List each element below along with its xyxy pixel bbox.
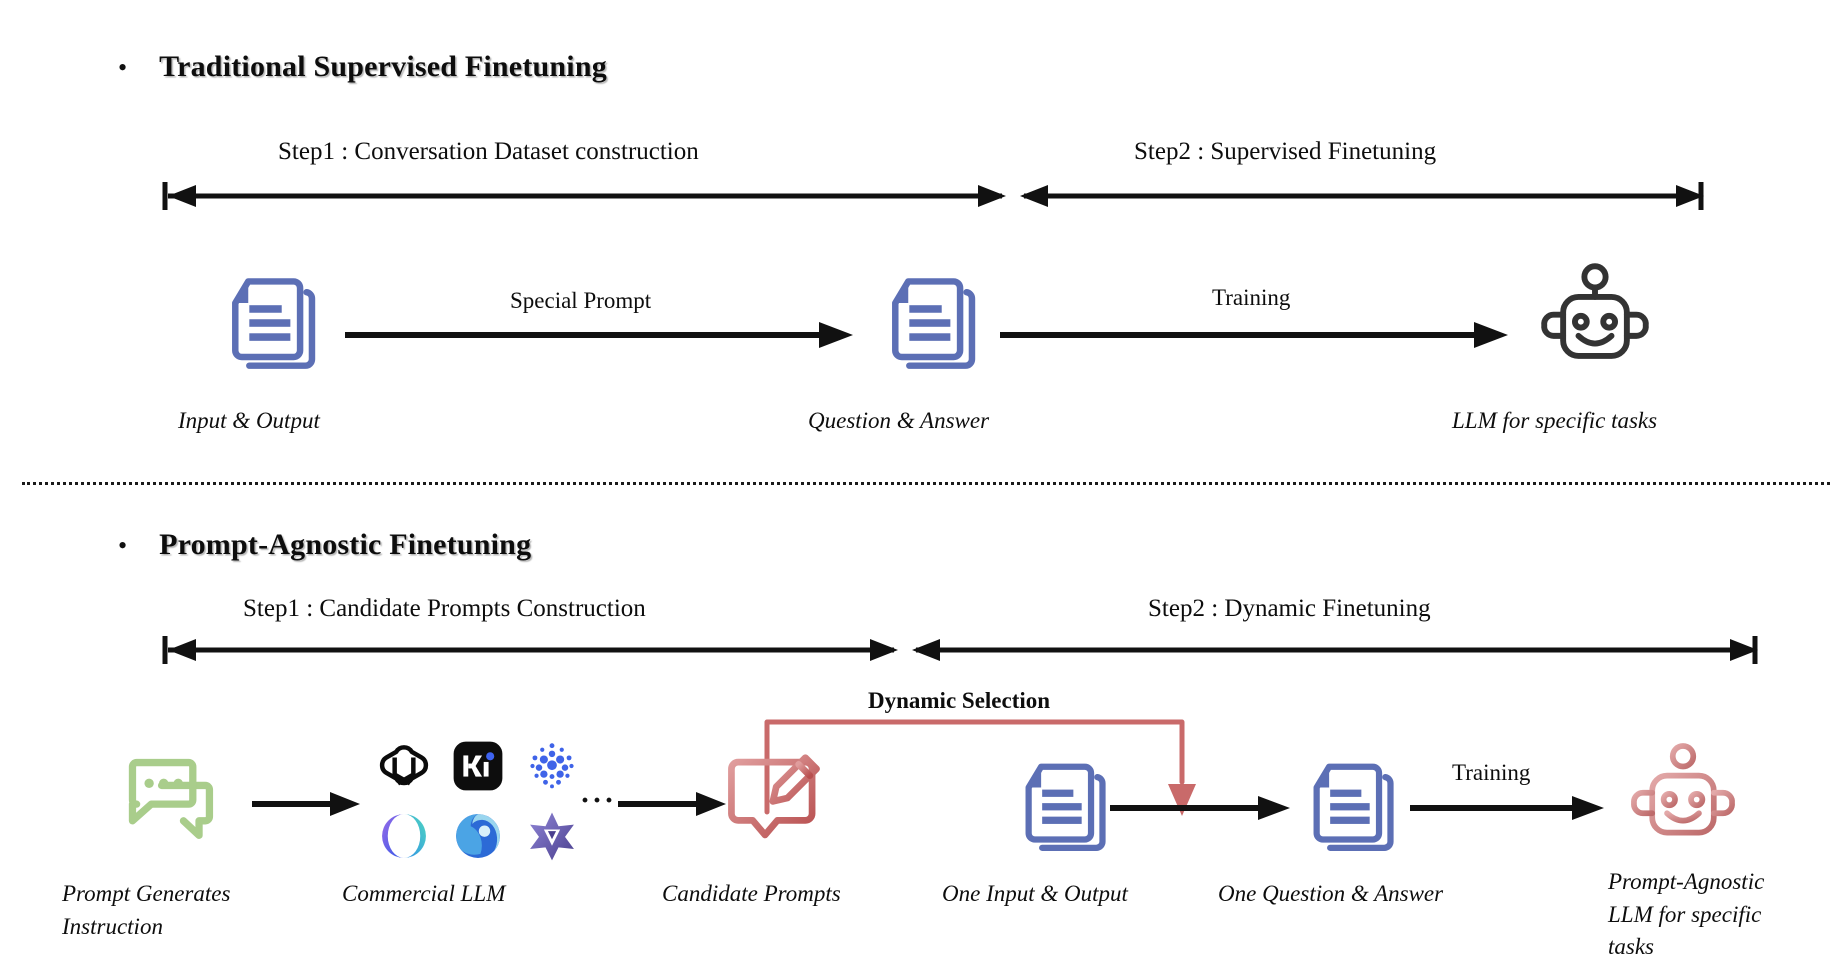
- training-arrow-label-bottom: Training: [1452, 760, 1531, 785]
- documents-icon: [1025, 763, 1106, 851]
- bottom-section-title: Prompt-Agnostic Finetuning: [159, 528, 532, 561]
- bottom-node-6-caption: Prompt-Agnostic LLM for specific tasks: [1608, 869, 1765, 960]
- prompt-to-llm-arrow: [252, 792, 360, 816]
- robot-icon-pink: [1631, 743, 1735, 836]
- bottom-step2-range-arrow: [912, 636, 1758, 664]
- blue-sphere-logo: [456, 814, 500, 858]
- openai-logo: [379, 745, 429, 786]
- section-divider: [22, 482, 1830, 485]
- training-arrow-top: [1000, 322, 1508, 348]
- bullet-icon: •: [118, 531, 128, 560]
- input-to-qa-arrow: [1110, 796, 1290, 820]
- robot-icon: [1541, 263, 1649, 359]
- bottom-step1-label: Step1 : Candidate Prompts Construction: [243, 595, 646, 622]
- top-step2-range-arrow: [1020, 182, 1704, 210]
- logos-ellipsis: ···: [580, 784, 617, 817]
- bottom-node-4-caption: One Input & Output: [942, 881, 1128, 906]
- dynamic-selection-arrow: [764, 719, 1196, 816]
- dots-cluster-logo: [530, 743, 574, 789]
- top-step1-range-arrow: [162, 182, 1006, 210]
- documents-icon: [1313, 763, 1394, 851]
- top-node-2-caption: Question & Answer: [808, 408, 990, 433]
- top-section-heading: • Traditional Supervised Finetuning: [118, 50, 607, 84]
- chat-bubbles-icon: [128, 758, 214, 839]
- bottom-node-2-caption: Commercial LLM: [342, 881, 506, 906]
- special-prompt-arrow: [345, 322, 853, 348]
- bottom-section-heading: • Prompt-Agnostic Finetuning: [118, 528, 531, 562]
- documents-icon: [232, 278, 316, 369]
- special-prompt-arrow-label: Special Prompt: [510, 288, 652, 313]
- bottom-node-1-caption: Prompt Generates Instruction: [62, 881, 231, 939]
- commercial-llm-logos: [378, 740, 586, 868]
- kimi-logo: [453, 741, 503, 791]
- bullet-icon: •: [118, 53, 128, 82]
- bottom-step2-label: Step2 : Dynamic Finetuning: [1148, 595, 1431, 622]
- top-section-title: Traditional Supervised Finetuning: [159, 50, 607, 83]
- prompt-edit-icon: [728, 745, 820, 839]
- top-step1-label: Step1 : Conversation Dataset constructio…: [278, 138, 699, 165]
- training-arrow-bottom: [1410, 796, 1604, 820]
- llm-to-candidates-arrow: [618, 792, 726, 816]
- documents-icon: [892, 278, 976, 369]
- purple-star-logo: [530, 812, 574, 861]
- bottom-step1-range-arrow: [162, 636, 898, 664]
- top-node-1-caption: Input & Output: [178, 408, 320, 433]
- dynamic-selection-label: Dynamic Selection: [868, 688, 1051, 713]
- top-step2-label: Step2 : Supervised Finetuning: [1134, 138, 1437, 165]
- bottom-node-3-caption: Candidate Prompts: [662, 881, 841, 906]
- top-node-3-caption: LLM for specific tasks: [1452, 408, 1658, 433]
- gradient-lens-logo: [382, 814, 426, 858]
- training-arrow-label-top: Training: [1212, 285, 1291, 310]
- bottom-node-5-caption: One Question & Answer: [1218, 881, 1444, 906]
